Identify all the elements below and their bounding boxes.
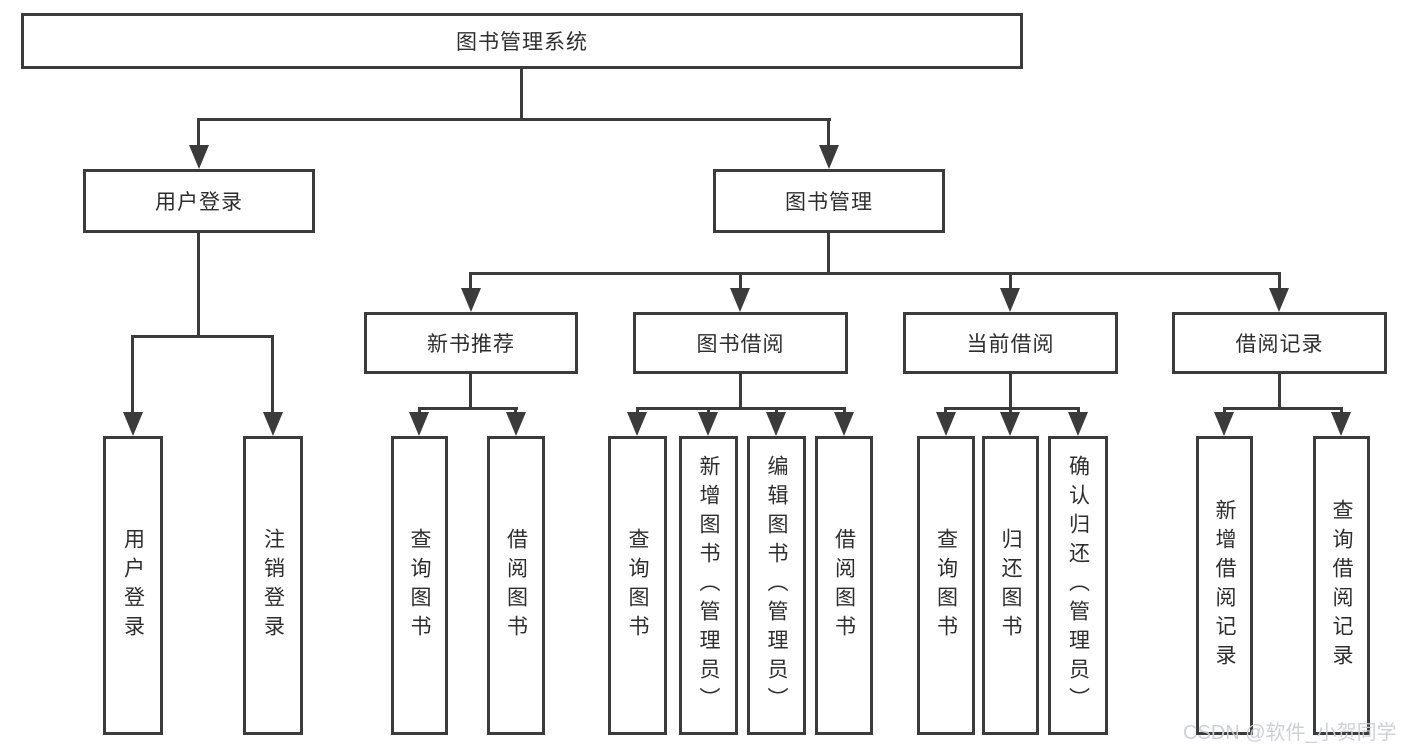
connector-line [1223, 407, 1343, 410]
connector-line [271, 335, 274, 416]
arrowhead-down-icon [698, 412, 718, 436]
connector-line [944, 407, 1080, 410]
arrowhead-down-icon [1000, 288, 1020, 312]
leaf-label: 用户登录 [121, 527, 145, 644]
leaf-query-books-borrowing: 查询图书 [608, 436, 667, 735]
leaf-logout: 注销登录 [243, 436, 303, 735]
connector-line [1009, 374, 1012, 407]
arrowhead-down-icon [461, 288, 481, 312]
arrowhead-down-icon [1214, 412, 1234, 436]
connector-line [636, 407, 639, 416]
arrowhead-down-icon [766, 412, 786, 436]
node-current-borrowing: 当前借阅 [903, 312, 1118, 374]
connector-line [1009, 272, 1012, 290]
leaf-label: 新增借阅记录 [1213, 498, 1236, 673]
connector-line [418, 407, 421, 416]
arrowhead-down-icon [1269, 288, 1289, 312]
connector-line [636, 407, 846, 410]
leaf-add-borrow-record: 新增借阅记录 [1196, 436, 1253, 735]
connector-line [1009, 407, 1012, 416]
connector-line [131, 335, 274, 338]
leaf-borrow-books: 借阅图书 [815, 436, 873, 735]
connector-line [739, 272, 742, 290]
leaf-user-login: 用户登录 [103, 436, 163, 735]
arrowhead-down-icon [1068, 412, 1088, 436]
arrowhead-down-icon [819, 145, 839, 169]
leaf-label: 归还图书 [999, 527, 1022, 644]
leaf-return-books: 归还图书 [982, 436, 1039, 735]
arrowhead-down-icon [506, 412, 526, 436]
arrowhead-down-icon [263, 412, 283, 436]
leaf-label: 查询图书 [934, 527, 958, 644]
node-borrow-records: 借阅记录 [1172, 312, 1387, 374]
node-book-borrowing: 图书借阅 [633, 312, 848, 374]
connector-line [827, 118, 830, 148]
arrowhead-down-icon [409, 412, 429, 436]
leaf-label: 查询借阅记录 [1330, 498, 1353, 673]
connector-line [1278, 272, 1281, 290]
arrowhead-down-icon [1000, 412, 1020, 436]
arrowhead-down-icon [189, 145, 209, 169]
connector-line [469, 272, 1281, 275]
leaf-label: 注销登录 [261, 527, 285, 644]
connector-line [1077, 407, 1080, 416]
leaf-query-books-current: 查询图书 [917, 436, 975, 735]
leaf-label: 编辑图书（管理员） [765, 455, 788, 716]
connector-line [1340, 407, 1343, 416]
leaf-query-books-recommend: 查询图书 [391, 436, 448, 735]
leaf-label: 借阅图书 [504, 527, 528, 644]
leaf-label: 新增图书（管理员） [697, 455, 720, 716]
arrowhead-down-icon [627, 412, 647, 436]
connector-line [739, 374, 742, 407]
leaf-label: 确认归还（管理员） [1066, 455, 1090, 716]
arrowhead-down-icon [936, 412, 956, 436]
connector-line [469, 374, 472, 407]
connector-line [469, 272, 472, 290]
connector-line [843, 407, 846, 416]
connector-line [520, 69, 523, 118]
connector-line [514, 407, 517, 416]
arrowhead-down-icon [730, 288, 750, 312]
connector-line [775, 407, 778, 416]
leaf-query-borrow-record: 查询借阅记录 [1313, 436, 1370, 735]
connector-line [197, 118, 200, 148]
node-user-login: 用户登录 [83, 169, 315, 233]
leaf-label: 查询图书 [626, 527, 649, 644]
leaf-label: 借阅图书 [832, 527, 856, 644]
connector-line [1278, 374, 1281, 407]
connector-line [827, 233, 830, 272]
leaf-confirm-return-admin: 确认归还（管理员） [1048, 436, 1108, 735]
csdn-watermark: CSDN @软件_小贺同学 [1183, 722, 1397, 744]
node-book-management: 图书管理 [713, 169, 945, 233]
connector-line [131, 335, 134, 416]
connector-line [707, 407, 710, 416]
node-new-book-recommend: 新书推荐 [364, 312, 578, 374]
node-library-management-system: 图书管理系统 [21, 13, 1023, 69]
connector-line [944, 407, 947, 416]
arrowhead-down-icon [834, 412, 854, 436]
arrowhead-down-icon [1331, 412, 1351, 436]
leaf-label: 查询图书 [408, 527, 431, 644]
connector-line [197, 118, 831, 121]
connector-line [197, 233, 200, 335]
connector-line [418, 407, 518, 410]
connector-line [1223, 407, 1226, 416]
leaf-add-books-admin: 新增图书（管理员） [679, 436, 738, 735]
leaf-borrow-books-recommend: 借阅图书 [487, 436, 545, 735]
arrowhead-down-icon [123, 412, 143, 436]
leaf-edit-books-admin: 编辑图书（管理员） [747, 436, 806, 735]
